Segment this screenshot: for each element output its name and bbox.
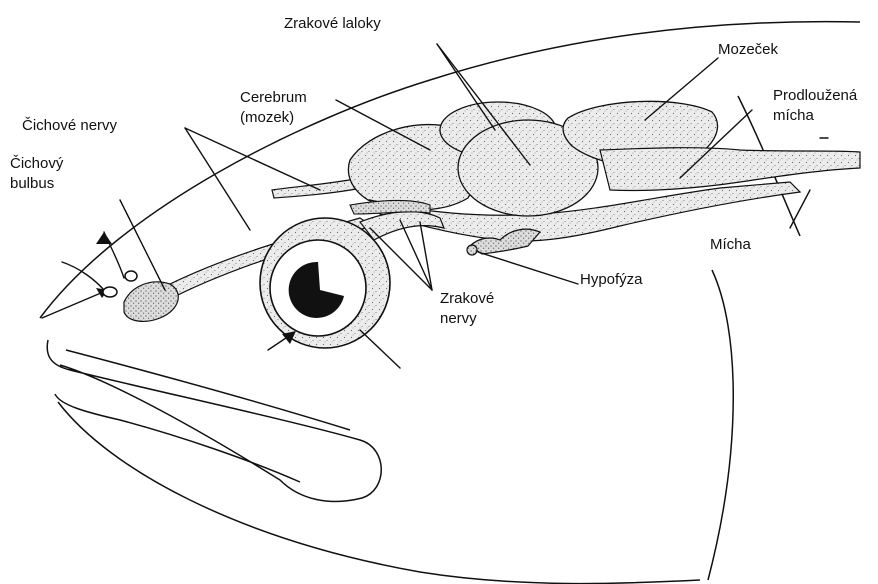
label-spinal-cord: Mícha bbox=[710, 235, 751, 255]
hypophysis-knob bbox=[467, 245, 477, 255]
label-optic-nerves-2: nervy bbox=[440, 309, 477, 329]
label-olfactory-nerves: Čichové nervy bbox=[22, 116, 117, 136]
label-cerebrum-brain: (mozek) bbox=[240, 108, 294, 128]
jaw bbox=[47, 340, 381, 501]
label-cerebrum: Cerebrum bbox=[240, 88, 307, 108]
label-medulla: Prodloužená bbox=[773, 86, 857, 106]
label-optic-lobes: Zrakové laloky bbox=[284, 14, 381, 34]
medulla-shape bbox=[600, 148, 860, 191]
label-olfactory-bulb: Čichový bbox=[10, 154, 63, 174]
label-olfactory-bulb-2: bulbus bbox=[10, 174, 54, 194]
olfactory-bulb-shape bbox=[124, 282, 178, 321]
label-optic-nerves: Zrakové bbox=[440, 289, 494, 309]
optic-nerve-2-shape bbox=[350, 200, 430, 214]
label-cerebellum: Mozeček bbox=[718, 40, 778, 60]
label-medulla-2: mícha bbox=[773, 106, 814, 126]
label-hypophysis: Hypofýza bbox=[580, 270, 643, 290]
